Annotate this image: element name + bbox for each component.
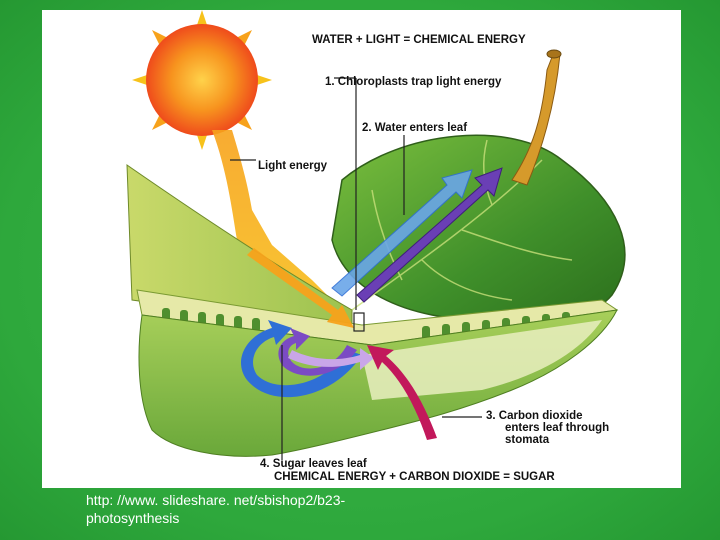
leaf-blade	[331, 134, 626, 326]
light-into-chloroplast-arrow	[247, 248, 354, 328]
source-url-line-2[interactable]: photosynthesis	[86, 510, 180, 526]
leader-lines	[230, 77, 482, 460]
stem-opening	[546, 49, 562, 59]
light-purple-arrow	[288, 348, 374, 370]
label-step-3-line-2: enters leaf through	[505, 422, 609, 434]
source-url[interactable]: http: //www. slideshare. net/sbishop2/b2…	[86, 491, 406, 527]
label-step-4: 4. Sugar leaves leaf	[260, 458, 367, 470]
sun-illustration	[132, 10, 272, 150]
photosynthesis-diagram: WATER + LIGHT = CHEMICAL ENERGY Light en…	[126, 10, 626, 483]
label-light-energy: Light energy	[258, 160, 328, 172]
equation-bottom: CHEMICAL ENERGY + CARBON DIOXIDE = SUGAR	[274, 471, 555, 483]
label-step-3-line-3: stomata	[505, 434, 550, 446]
equation-top: WATER + LIGHT = CHEMICAL ENERGY	[312, 34, 526, 46]
label-step-1: 1. Chloroplasts trap light energy	[325, 76, 502, 88]
water-arrow	[331, 169, 473, 297]
label-step-3-line-1: 3. Carbon dioxide	[486, 410, 583, 422]
energy-arrow	[356, 167, 503, 303]
sugar-blue-curve-arrow	[241, 320, 362, 398]
label-step-2: 2. Water enters leaf	[362, 122, 467, 134]
source-url-line-1[interactable]: http: //www. slideshare. net/sbishop2/b2…	[86, 492, 346, 508]
chloroplast-marker	[353, 312, 365, 332]
diagram-panel: WATER + LIGHT = CHEMICAL ENERGY Light en…	[42, 10, 681, 488]
spongy-layer	[362, 320, 602, 400]
carbon-dioxide-arrow	[367, 345, 437, 440]
